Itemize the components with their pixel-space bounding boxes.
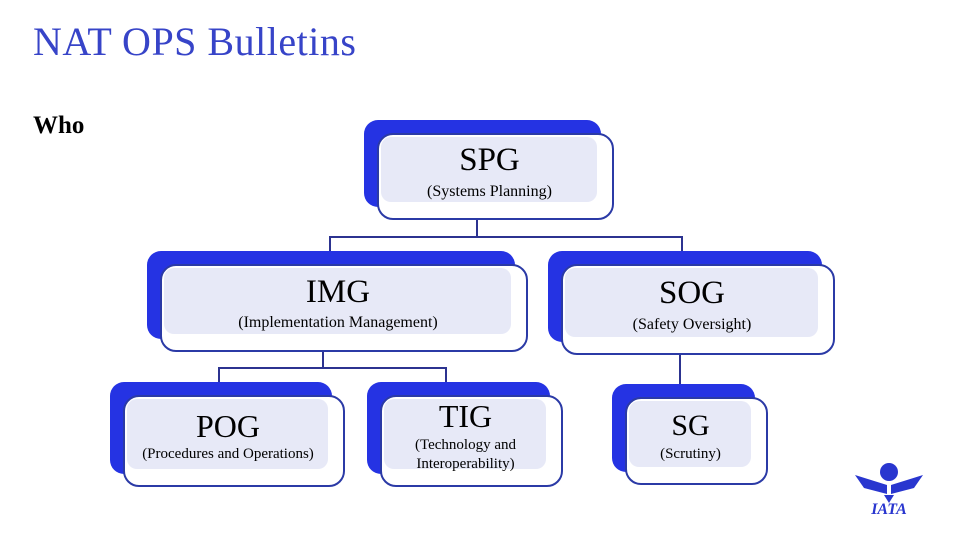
- connector-line: [476, 220, 478, 238]
- node-subtitle: (Implementation Management): [238, 314, 438, 332]
- node-subtitle: (Procedures and Operations): [142, 446, 314, 463]
- node-tint: [164, 268, 511, 334]
- org-node-sg: SG (Scrutiny): [612, 384, 768, 485]
- node-box: POG (Procedures and Operations): [123, 395, 345, 487]
- node-box: SPG (Systems Planning): [377, 133, 614, 220]
- node-acronym: SPG: [459, 142, 520, 179]
- org-node-img: IMG (Implementation Management): [147, 251, 528, 352]
- connector-line: [322, 352, 324, 369]
- connector-line: [329, 236, 683, 238]
- node-tint: [384, 399, 546, 469]
- node-tint: [127, 399, 328, 469]
- node-box: IMG (Implementation Management): [160, 264, 528, 352]
- iata-bird-icon: IATA: [855, 463, 923, 518]
- section-label: Who: [33, 112, 85, 139]
- node-box: SOG (Safety Oversight): [561, 264, 835, 355]
- org-node-sog: SOG (Safety Oversight): [548, 251, 835, 355]
- node-acronym: IMG: [305, 273, 371, 310]
- node-subtitle: (Technology and Interoperability): [414, 437, 516, 472]
- iata-logo: IATA: [854, 462, 926, 518]
- connector-line: [679, 355, 681, 384]
- connector-line: [445, 367, 447, 384]
- node-tint: [381, 137, 597, 202]
- org-node-pog: POG (Procedures and Operations): [110, 382, 345, 487]
- connector-line: [329, 236, 331, 253]
- connector-line: [681, 236, 683, 253]
- connector-line: [218, 367, 220, 384]
- node-acronym: SOG: [658, 275, 726, 312]
- node-box: SG (Scrutiny): [625, 397, 768, 485]
- node-acronym: POG: [195, 407, 260, 444]
- node-box: TIG (Technology and Interoperability): [380, 395, 563, 487]
- node-subtitle: (Scrutiny): [660, 446, 721, 463]
- node-tint: [629, 401, 751, 467]
- connector-line: [218, 367, 447, 369]
- org-node-spg: SPG (Systems Planning): [364, 120, 614, 220]
- node-tint: [565, 268, 818, 337]
- org-node-tig: TIG (Technology and Interoperability): [367, 382, 563, 487]
- node-subtitle: (Systems Planning): [427, 182, 552, 200]
- node-acronym: TIG: [438, 398, 493, 435]
- node-acronym: SG: [671, 408, 710, 442]
- node-subtitle: (Safety Oversight): [632, 315, 752, 333]
- iata-logo-text: IATA: [870, 501, 907, 516]
- page-title: NAT OPS Bulletins: [33, 19, 357, 64]
